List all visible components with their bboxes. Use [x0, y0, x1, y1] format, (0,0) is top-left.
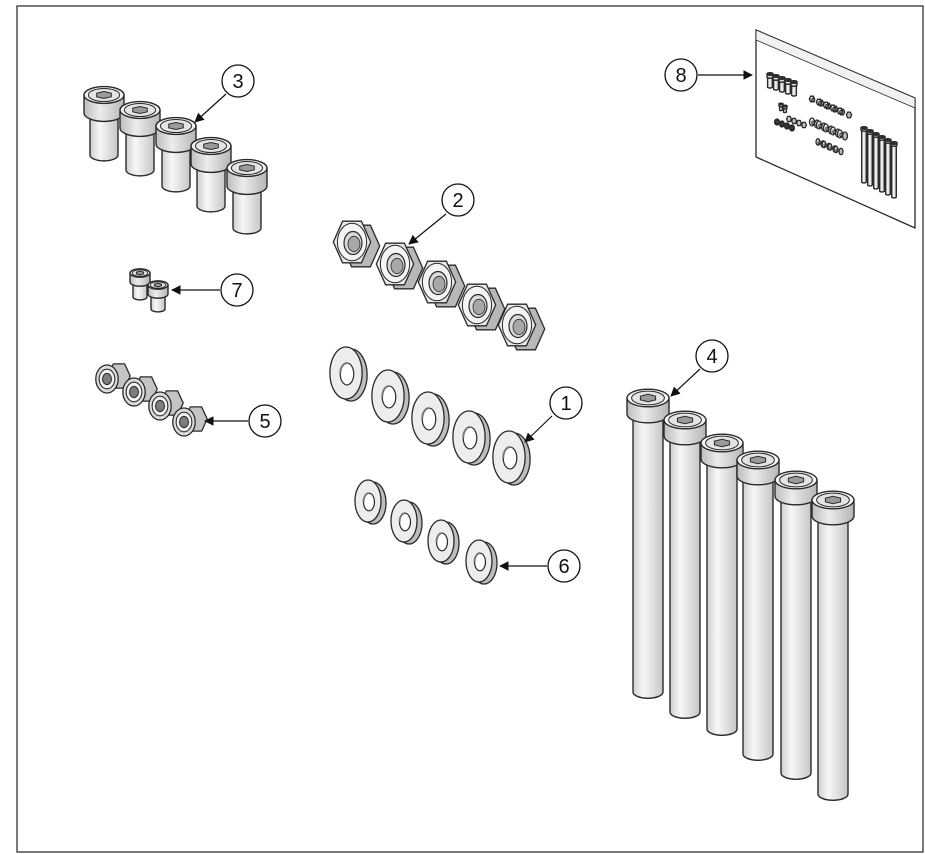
callout-number-1: 1 — [560, 393, 571, 415]
small-washer-2 — [390, 499, 423, 545]
card-short-screw-2 — [772, 74, 780, 91]
callout-circle-3 — [221, 64, 255, 98]
card-hex-nut-5 — [836, 107, 853, 119]
callout-circle-6 — [547, 549, 581, 583]
card-long-screw-5 — [884, 138, 892, 196]
small-washer-4 — [465, 539, 498, 585]
long-cap-screw-5 — [774, 470, 818, 780]
callout-7: 7 — [171, 273, 254, 307]
card-small-washer-4 — [833, 145, 844, 156]
long-cap-screw-6 — [811, 490, 855, 801]
callout-circle-2 — [441, 183, 475, 217]
callout-circle-5 — [248, 404, 282, 438]
hex-nut-2 — [375, 242, 424, 290]
callout-number-8: 8 — [675, 65, 686, 87]
short-cap-screw-5 — [226, 158, 268, 235]
callout-leader-4 — [670, 368, 701, 397]
callout-number-5: 5 — [259, 411, 270, 433]
long-cap-screw-4 — [736, 450, 780, 761]
card-long-screw-3 — [872, 132, 880, 190]
callout-5: 5 — [204, 404, 282, 438]
callout-circle-7 — [220, 273, 254, 307]
large-washer-5 — [492, 430, 531, 486]
callout-3: 3 — [194, 64, 255, 123]
callout-4: 4 — [670, 339, 729, 397]
card-hex-nut-3 — [822, 101, 839, 113]
card-lock-nut-2 — [778, 117, 798, 128]
card-small-screw-2 — [782, 104, 788, 114]
frame-border — [16, 5, 924, 853]
hardware-card-top-band — [755, 29, 916, 109]
lock-nut-1 — [95, 363, 131, 394]
hex-nut-3 — [417, 260, 466, 308]
card-short-screw-1 — [766, 72, 774, 89]
long-cap-screw-1 — [626, 388, 670, 699]
hex-nut-4 — [457, 283, 506, 331]
callout-circle-8 — [664, 58, 698, 92]
long-cap-screw-3 — [700, 433, 744, 736]
callout-circle-4 — [695, 339, 729, 373]
callout-number-6: 6 — [558, 556, 569, 578]
lock-nut-3 — [148, 390, 184, 421]
card-lock-nut-1 — [773, 115, 793, 126]
callout-number-3: 3 — [232, 71, 243, 93]
lock-nut-2 — [122, 376, 158, 407]
card-long-screw-2 — [866, 129, 874, 187]
callout-circle-1 — [549, 386, 583, 420]
small-cap-screw-1 — [129, 268, 151, 301]
small-cap-screw-2 — [147, 280, 169, 313]
short-cap-screw-4 — [190, 136, 232, 213]
card-short-screw-3 — [778, 76, 786, 93]
card-long-screw-4 — [878, 135, 886, 193]
callout-leader-2 — [408, 213, 447, 245]
card-long-screw-1 — [860, 126, 868, 184]
lock-nut-4 — [172, 406, 208, 437]
large-washer-2 — [371, 369, 410, 425]
long-cap-screw-2 — [663, 410, 707, 719]
large-washer-1 — [329, 346, 368, 402]
hardware-card-group — [755, 29, 916, 230]
card-large-washer-5 — [836, 129, 849, 141]
short-cap-screw-2 — [119, 100, 161, 177]
parts-layer — [83, 85, 855, 801]
large-washer-4 — [452, 410, 491, 466]
callout-leader-1 — [524, 415, 553, 443]
callout-6: 6 — [499, 549, 581, 583]
card-short-screw-4 — [784, 78, 792, 95]
hex-nut-5 — [497, 303, 546, 351]
card-long-screw-6 — [890, 141, 898, 199]
small-washer-1 — [354, 479, 387, 525]
callout-number-4: 4 — [706, 346, 717, 368]
card-short-screw-5 — [790, 80, 798, 97]
callout-2: 2 — [408, 183, 475, 245]
callouts-layer: 1 2 3 4 5 6 7 8 — [171, 58, 753, 583]
hex-nut-1 — [332, 220, 381, 268]
callout-8: 8 — [664, 58, 753, 92]
callout-leader-3 — [194, 93, 227, 123]
small-washer-3 — [427, 519, 460, 565]
short-cap-screw-1 — [83, 85, 125, 162]
large-washer-3 — [411, 391, 450, 447]
callout-number-2: 2 — [452, 190, 463, 212]
callout-1: 1 — [524, 386, 583, 443]
callout-number-7: 7 — [231, 280, 242, 302]
card-lock-nut-4 — [788, 121, 808, 132]
short-cap-screw-3 — [155, 116, 197, 193]
